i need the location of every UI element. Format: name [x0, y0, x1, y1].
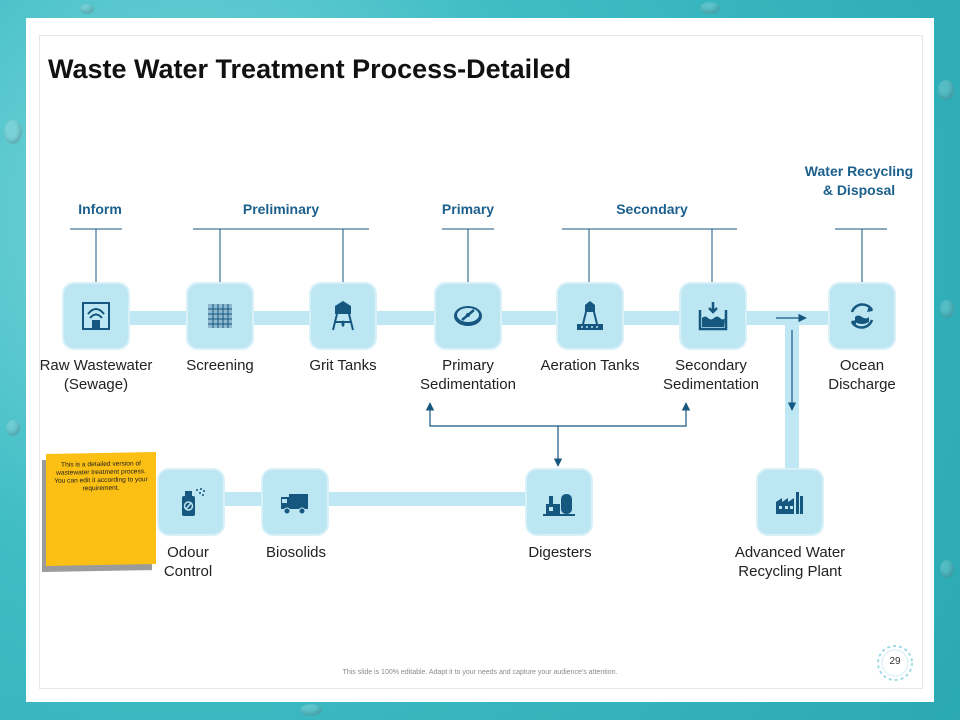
label-secondary-sedimentation: Secondary Sedimentation — [663, 357, 759, 393]
label-ocean-discharge: Ocean Discharge — [828, 357, 896, 393]
slide-content-area — [40, 36, 922, 688]
node-secondary-sedimentation — [681, 284, 745, 348]
recycle-water-icon — [850, 303, 874, 329]
label-digesters: Digesters — [528, 544, 592, 561]
node-odour-control — [159, 470, 223, 534]
stage-water-recycling: Water Recycling & Disposal — [804, 163, 914, 198]
settling-tank-icon — [698, 302, 728, 331]
node-digesters — [527, 470, 591, 534]
label-raw-wastewater: Raw Wastewater (Sewage) — [39, 357, 153, 393]
node-ocean-discharge — [830, 284, 894, 348]
page-number-badge: 29 — [872, 640, 918, 686]
aeration-tower-icon — [577, 301, 603, 330]
page-title: Waste Water Treatment Process-Detailed — [48, 54, 572, 84]
node-grit-tanks — [311, 284, 375, 348]
stage-primary: Primary — [441, 201, 495, 217]
digester-plant-icon — [543, 494, 575, 516]
stage-secondary: Secondary — [616, 201, 688, 217]
label-biosolids: Biosolids — [265, 544, 327, 561]
node-advanced-water-recycling — [758, 470, 822, 534]
lower-pipe — [190, 492, 560, 506]
label-advanced-water-recycling: Advanced Water Recycling Plant — [734, 544, 846, 580]
label-primary-sedimentation: Primary Sedimentation — [420, 357, 516, 393]
garbage-truck-icon — [281, 494, 308, 515]
water-tower-icon — [332, 301, 354, 331]
clarifier-tank-icon — [454, 306, 482, 326]
stage-preliminary: Preliminary — [242, 201, 320, 217]
node-raw-wastewater — [64, 284, 128, 348]
footer-text: This slide is 100% editable. Adapt it to… — [342, 669, 618, 676]
label-screening: Screening — [186, 357, 254, 374]
sticky-note-text: This is a detailed version of wastewater… — [54, 460, 148, 493]
stage-inform: Inform — [78, 201, 122, 217]
label-odour-control: Odour Control — [163, 544, 213, 580]
screen-mesh-icon — [208, 304, 232, 328]
page-number: 29 — [889, 656, 901, 667]
sticky-note: This is a detailed version of wastewater… — [46, 452, 156, 566]
spray-can-icon — [182, 488, 205, 516]
label-aeration-tanks: Aeration Tanks — [540, 357, 640, 374]
sewage-grate-icon — [82, 302, 110, 330]
node-aeration-tanks — [558, 284, 622, 348]
node-primary-sedimentation — [436, 284, 500, 348]
factory-icon — [776, 492, 803, 514]
water-splash-icon — [877, 645, 913, 681]
node-biosolids — [263, 470, 327, 534]
node-screening — [188, 284, 252, 348]
label-grit-tanks: Grit Tanks — [309, 357, 377, 374]
